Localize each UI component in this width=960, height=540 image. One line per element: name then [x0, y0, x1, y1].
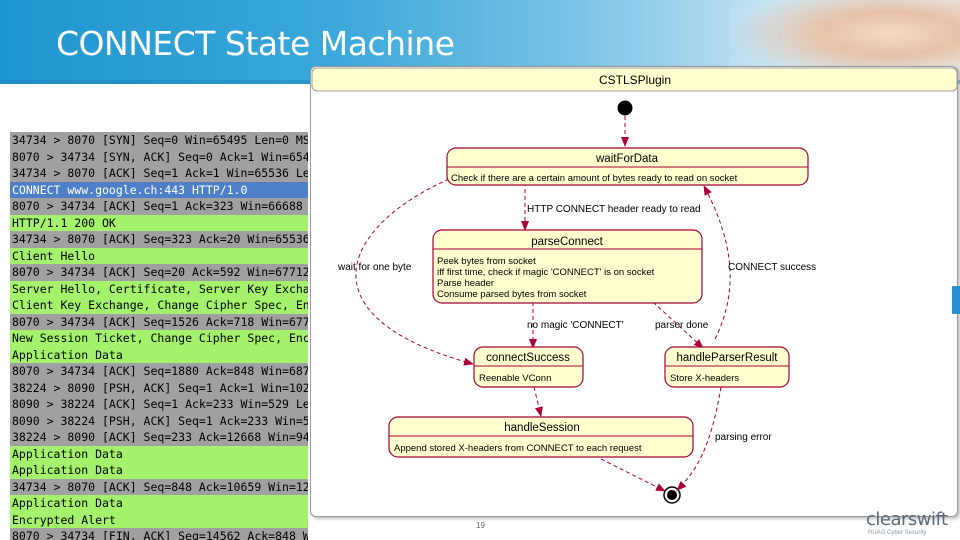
- state-action: Peek bytes from socket: [437, 256, 536, 267]
- packet-row[interactable]: Client Key Exchange, Change Cipher Spec,…: [10, 297, 308, 314]
- packet-row[interactable]: Encrypted Alert: [10, 511, 308, 528]
- frame-title: CSTLSPlugin: [599, 73, 671, 87]
- packet-capture-list: 34734 > 8070 [SYN] Seq=0 Win=65495 Len=0…: [10, 132, 308, 540]
- packet-row[interactable]: 34734 > 8070 [ACK] Seq=1 Ack=1 Win=65536…: [10, 165, 308, 182]
- state-parse-connect: parseConnect Peek bytes from socket iff …: [432, 229, 703, 304]
- state-action: Reenable VConn: [479, 373, 551, 384]
- packet-row[interactable]: Application Data: [10, 445, 308, 462]
- packet-row[interactable]: HTTP/1.1 200 OK: [10, 214, 308, 231]
- packet-row[interactable]: Application Data: [10, 346, 308, 363]
- arrow-to-handle-session: [533, 386, 543, 417]
- frame-title-band: [311, 67, 958, 92]
- arrow-parser-done: [652, 301, 704, 349]
- state-action: Append stored X-headers from CONNECT to …: [394, 443, 642, 454]
- state-action: Parse header: [437, 278, 494, 289]
- state-connect-success: connectSuccess Reenable VConn: [473, 346, 584, 388]
- label-http-connect-ready: HTTP CONNECT header ready to read: [527, 204, 701, 215]
- state-action: Consume parsed bytes from socket: [437, 289, 587, 300]
- arrow-parsing-error: [676, 386, 722, 491]
- packet-row[interactable]: 8070 > 34734 [ACK] Seq=1 Ack=323 Win=666…: [10, 198, 308, 215]
- packet-row[interactable]: 8070 > 34734 [SYN, ACK] Seq=0 Ack=1 Win=…: [10, 148, 308, 165]
- state-machine-diagram: CSTLSPlugin waitForData Check if there a…: [310, 66, 958, 517]
- label-wait-one-byte: wait for one byte: [337, 262, 412, 273]
- state-wait-for-data: waitForData Check if there are a certain…: [446, 147, 809, 186]
- label-no-magic: no magic 'CONNECT': [527, 320, 624, 331]
- state-handle-session: handleSession Append stored X-headers fr…: [388, 416, 694, 458]
- company-logo-subtext: RUAG Cyber Security: [868, 530, 927, 536]
- state-name: handleParserResult: [676, 352, 778, 364]
- packet-row[interactable]: Client Hello: [10, 247, 308, 264]
- state-name: parseConnect: [531, 236, 603, 248]
- packet-row[interactable]: 38224 > 8090 [PSH, ACK] Seq=1 Ack=1 Win=…: [10, 379, 308, 396]
- packet-row[interactable]: 34734 > 8070 [ACK] Seq=323 Ack=20 Win=65…: [10, 231, 308, 248]
- edge-marker: [952, 286, 960, 314]
- packet-row[interactable]: 8090 > 38224 [ACK] Seq=1 Ack=233 Win=529…: [10, 396, 308, 413]
- packet-row[interactable]: 34734 > 8070 [ACK] Seq=848 Ack=10659 Win…: [10, 478, 308, 495]
- packet-row[interactable]: 34734 > 8070 [SYN] Seq=0 Win=65495 Len=0…: [10, 132, 308, 149]
- state-action: Store X-headers: [670, 373, 739, 384]
- packet-row[interactable]: New Session Ticket, Change Cipher Spec, …: [10, 330, 308, 347]
- state-action: Check if there are a certain amount of b…: [451, 173, 738, 184]
- state-handle-parser-result: handleParserResult Store X-headers: [664, 346, 790, 388]
- packet-row[interactable]: Server Hello, Certificate, Server Key Ex…: [10, 280, 308, 297]
- initial-state-icon: [617, 100, 633, 116]
- state-name: waitForData: [595, 153, 659, 165]
- packet-row[interactable]: 8090 > 38224 [PSH, ACK] Seq=1 Ack=233 Wi…: [10, 412, 308, 429]
- state-machine-svg: CSTLSPlugin waitForData Check if there a…: [311, 67, 958, 504]
- state-name: connectSuccess: [486, 352, 570, 364]
- packet-row[interactable]: CONNECT www.google.ch:443 HTTP/1.0: [10, 181, 308, 198]
- state-action: iff first time, check if magic 'CONNECT'…: [437, 267, 655, 278]
- arrow-session-to-end: [600, 458, 666, 492]
- state-name: handleSession: [504, 422, 579, 434]
- packet-row[interactable]: 8070 > 34734 [FIN, ACK] Seq=14562 Ack=84…: [10, 528, 308, 540]
- company-logo: clearswift: [866, 509, 948, 530]
- packet-row[interactable]: 8070 > 34734 [ACK] Seq=20 Ack=592 Win=67…: [10, 264, 308, 281]
- packet-row[interactable]: 8070 > 34734 [ACK] Seq=1880 Ack=848 Win=…: [10, 363, 308, 380]
- transition-arrows: [355, 116, 731, 492]
- page-number: 19: [476, 521, 485, 530]
- label-connect-success: CONNECT success: [728, 262, 816, 273]
- label-parsing-error: parsing error: [715, 432, 772, 443]
- final-state-dot: [667, 490, 677, 500]
- packet-row[interactable]: Application Data: [10, 495, 308, 512]
- label-parser-done: parser done: [655, 320, 709, 331]
- slide-title: CONNECT State Machine: [56, 24, 455, 63]
- packet-row[interactable]: 8070 > 34734 [ACK] Seq=1526 Ack=718 Win=…: [10, 313, 308, 330]
- arrow-connect-success: [703, 185, 731, 340]
- packet-row[interactable]: 38224 > 8090 [ACK] Seq=233 Ack=12668 Win…: [10, 429, 308, 446]
- arrow-wait-one-byte: [355, 178, 474, 366]
- packet-row[interactable]: Application Data: [10, 462, 308, 479]
